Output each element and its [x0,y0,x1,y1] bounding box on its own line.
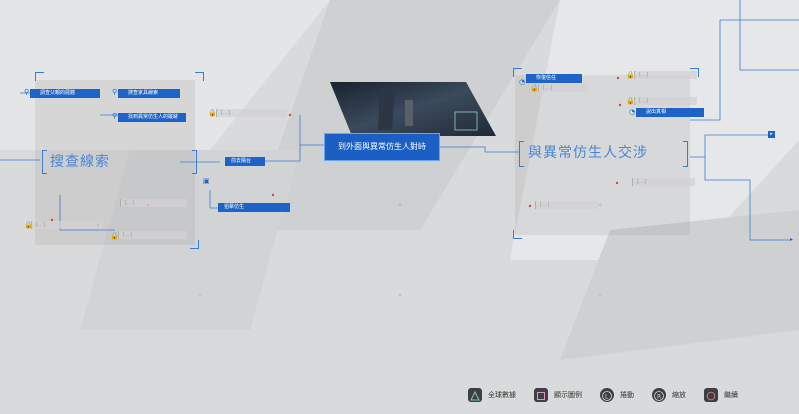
lock-icon: 🔒 [110,232,119,240]
left-bracket-bottomright [190,240,199,249]
locked-entry: […] [634,71,697,79]
right-title-bracket-left [519,141,524,167]
node-tell-truth[interactable]: 說出真相 [636,108,704,117]
locked-entry: […] [538,84,587,92]
square-icon [534,388,548,402]
node-snipe-android[interactable]: 狙擊仿生 [218,203,290,212]
right-bracket-topleft [513,68,522,77]
right-bracket-bottomleft [513,230,522,239]
lock-icon: 🔒 [626,97,635,105]
left-cluster-panel [35,80,195,245]
node-investigate-body[interactable]: 調查父親的屍體 [30,89,100,98]
left-title-bracket-right [192,150,197,174]
triangle-icon [468,388,482,402]
locked-entry: […] [535,201,598,209]
left-cluster-title: 搜查線索 [50,154,110,170]
right-title-bracket-right [683,141,688,167]
locked-entry: […] [634,97,697,105]
chat-icon: ◔ [519,78,526,86]
left-title-bracket-left [42,150,47,174]
left-bracket-topright [195,72,204,81]
r-stick-icon: R [652,388,666,402]
node-find-deviant-trace[interactable]: 找到異常仿生人的蹤跡 [118,113,186,122]
connector-icon: ▸ [768,131,775,138]
svg-text:L: L [605,394,609,401]
locked-entry: […] [216,109,287,117]
right-cluster-title: 與異常仿生人交涉 [528,145,648,161]
search-icon: ⚲ [24,88,30,96]
locked-entry: […] [31,221,102,229]
node-go-balcony[interactable]: 前去陽台 [225,157,265,166]
lock-icon: 🔒 [530,84,539,92]
search-icon: ⚲ [112,112,118,120]
locked-entry: […] [120,199,187,207]
search-icon: ⚲ [112,88,118,96]
locked-entry: […] [118,231,187,239]
svg-text:R: R [657,394,661,401]
left-bracket-topleft [35,72,44,81]
connector-icon: ▸ [790,236,794,243]
circle-icon [704,388,718,402]
right-bracket-topright [690,68,699,77]
chat-icon: ◔ [629,108,636,116]
l-stick-icon: L [600,388,614,402]
center-node-confront-deviant[interactable]: 到外面與異常仿生人對峙 [325,134,439,160]
node-search-furniture[interactable]: 搜查家具線索 [118,89,180,98]
node-regain-trust[interactable]: 恢復信任 [526,74,582,83]
lock-icon: 🔒 [24,221,33,229]
alert-icon: ▣ [203,177,210,185]
lock-icon: 🔒 [626,71,635,79]
locked-entry: […] [632,178,695,186]
lock-icon: 🔒 [208,109,217,117]
